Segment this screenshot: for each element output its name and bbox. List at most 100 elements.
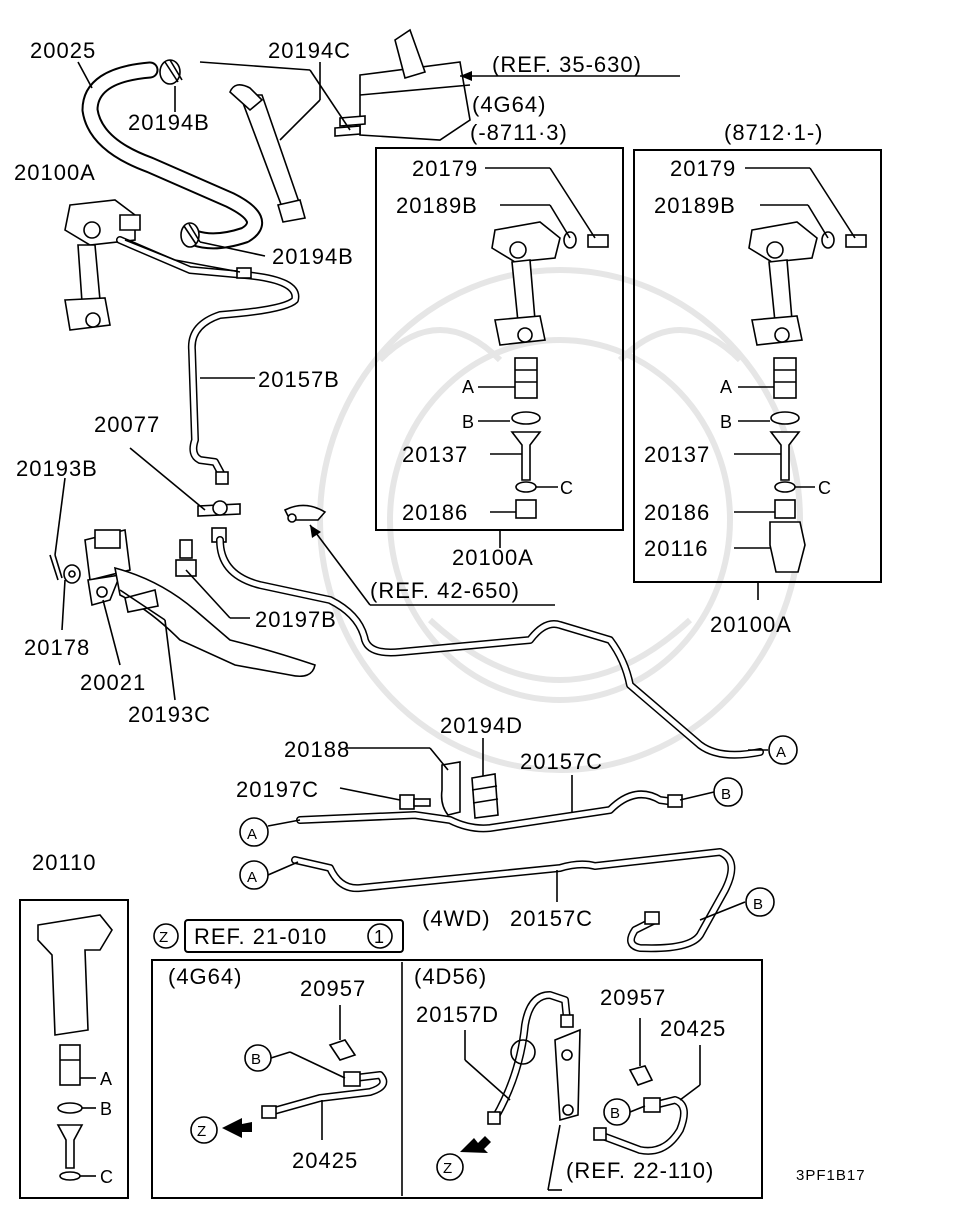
flow-valve-20137-box2: [769, 431, 801, 481]
box2-label-20116: 20116: [644, 536, 709, 561]
box2-label-20179: 20179: [670, 156, 736, 181]
pump-body-box1: [491, 221, 609, 346]
box1-label-20186: 20186: [402, 500, 468, 525]
z-engine-4d56: (4D56): [414, 964, 487, 989]
box2-label-C: C: [818, 478, 832, 498]
ref-22-110: (REF. 22-110): [566, 1158, 714, 1183]
union-20077: [175, 500, 241, 577]
ref-21-010: REF. 21-010: [194, 924, 327, 949]
o-ring-B-box2: [770, 411, 800, 425]
label-A-20110: A: [100, 1069, 113, 1089]
ref-circle-B-left: B: [244, 1044, 272, 1072]
label-20077: 20077: [94, 412, 160, 437]
box1-label-under: 20100A: [452, 545, 534, 570]
label-20194D: 20194D: [440, 713, 523, 738]
label-20197C: 20197C: [236, 777, 319, 802]
label-B-20110: B: [100, 1099, 113, 1119]
label-20194B-top: 20194B: [128, 110, 210, 135]
ref-circle-Z-header: Z: [153, 923, 179, 949]
box1-label-20189B: 20189B: [396, 193, 478, 218]
ref-circle-A-1: A: [768, 735, 798, 765]
diagram-code: 3PF1B17: [796, 1167, 866, 1184]
ref-21-010-num: 1: [374, 927, 385, 947]
box2-label-20137: 20137: [644, 442, 710, 467]
label-20188: 20188: [284, 737, 350, 762]
hose-20425-left: [261, 1071, 388, 1119]
label-4wd: (4WD): [422, 906, 491, 931]
plug-20186-box2: [774, 499, 796, 519]
washer-20178: [63, 564, 81, 584]
flow-valve-20137-box1: [510, 431, 542, 481]
label-20025: 20025: [30, 38, 96, 63]
label-20193C: 20193C: [128, 702, 211, 727]
o-ring-B-box1: [511, 411, 541, 425]
return-tube-20157C: [296, 790, 683, 833]
connector-A-box2: [773, 357, 797, 399]
label-20197B: 20197B: [255, 607, 337, 632]
ref-circle-A-2: A: [239, 817, 269, 847]
ref-circle-Z-right: Z: [436, 1153, 464, 1181]
cotter-pin-20193B: [49, 554, 63, 581]
label-20157C-top: 20157C: [520, 749, 603, 774]
box1-label-A: A: [462, 377, 475, 397]
detail-box-Z: [151, 959, 763, 1199]
cap-42-650: [283, 504, 327, 523]
clamp-20188: [440, 761, 461, 816]
pump-20110: [37, 914, 113, 1181]
steering-gear-bracket: [554, 1028, 581, 1122]
bolt-20197C: [399, 794, 431, 810]
box1-label-B: B: [462, 412, 475, 432]
label-20194B-mid: 20194B: [272, 244, 354, 269]
hose-clamp-20194B-top: [159, 59, 183, 85]
hose-20425-right: [593, 1096, 688, 1155]
hose-20025: [81, 61, 263, 250]
pump-20110-box: [19, 899, 129, 1199]
serial-old: (-8711·3): [470, 120, 568, 145]
label-20178: 20178: [24, 635, 90, 660]
hose-clamp-20194B-mid: [180, 222, 201, 248]
z-engine-4g64: (4G64): [168, 964, 242, 989]
svg-text:A: A: [247, 826, 258, 843]
label-C-20110: C: [100, 1167, 114, 1187]
z-label-20425-right: 20425: [660, 1016, 726, 1041]
box2-label-A: A: [720, 377, 733, 397]
svg-text:B: B: [721, 786, 732, 803]
ref-circle-B-right: B: [603, 1098, 631, 1126]
svg-text:Z: Z: [197, 1123, 207, 1140]
label-20194C: 20194C: [268, 38, 351, 63]
svg-text:Z: Z: [443, 1160, 453, 1177]
engine-4g64: (4G64): [472, 92, 546, 117]
plug-20186-box1: [515, 499, 537, 519]
box2-label-20186: 20186: [644, 500, 710, 525]
box1-label-20137: 20137: [402, 442, 468, 467]
return-tube-20157C-4wd: [291, 848, 736, 953]
z-label-20425-left: 20425: [292, 1148, 358, 1173]
oil-pump-20100A-left: [64, 199, 141, 331]
z-label-20957-right: 20957: [600, 985, 666, 1010]
ref-21-010-box: [184, 919, 404, 953]
ref-circle-Z-left: Z: [190, 1116, 218, 1144]
label-20110: 20110: [32, 850, 97, 875]
watermark-emblem: [317, 267, 803, 773]
svg-text:A: A: [776, 744, 787, 761]
serial-new: (8712·1-): [724, 120, 823, 145]
oil-reservoir: [334, 28, 471, 141]
svg-text:B: B: [251, 1051, 262, 1068]
ref-circle-B-1: B: [713, 777, 743, 807]
z-label-20957-left: 20957: [300, 976, 366, 1001]
ref-circle-B-2: B: [745, 887, 775, 917]
clip-20957-right: [628, 1065, 654, 1086]
box1-label-20179: 20179: [412, 156, 478, 181]
pressure-tube-20157B: [116, 236, 300, 485]
pump-bracket-20021: [84, 529, 316, 678]
z-label-20157D: 20157D: [416, 1002, 499, 1027]
label-20157B: 20157B: [258, 367, 340, 392]
box1-label-C: C: [560, 478, 574, 498]
connector-A-box1: [514, 357, 538, 399]
clip-20957-left: [328, 1039, 357, 1061]
label-20193B: 20193B: [16, 456, 98, 481]
svg-text:Z: Z: [159, 929, 169, 946]
reservoir-bracket-20194C: [229, 84, 307, 223]
ref-circle-A-3: A: [239, 860, 269, 890]
